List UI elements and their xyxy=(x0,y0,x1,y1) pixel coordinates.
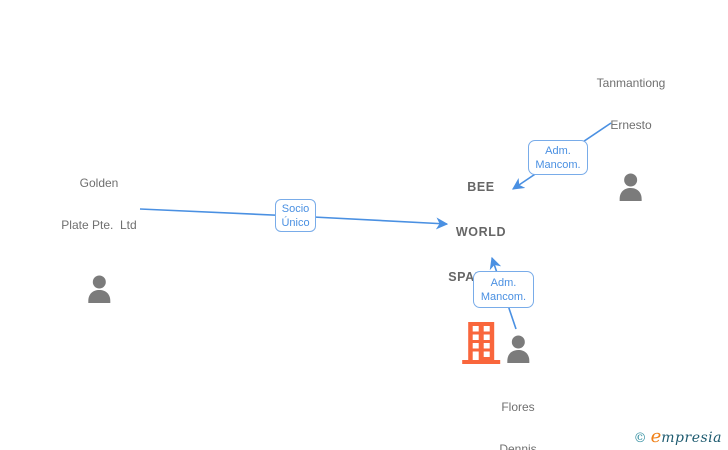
logo-letter-e: e xyxy=(650,426,662,447)
company-label-line: BEE xyxy=(467,180,495,194)
node-flores-dennis[interactable]: Flores Dennis xyxy=(499,335,537,450)
logo-brand-text: mpresia xyxy=(661,430,722,446)
edge-label-line: Adm. xyxy=(490,276,517,289)
edge-label-adm-mancom-bottom: Adm. Mancom. xyxy=(473,271,534,308)
node-label-line: Golden xyxy=(79,176,119,190)
edge-label-socio-unico: Socio Único xyxy=(275,199,316,232)
node-label-line: Dennis xyxy=(499,442,537,450)
node-label-line: Tanmantiong xyxy=(596,76,666,90)
edge-label-line: Mancom. xyxy=(480,290,527,303)
edge-label-line: Mancom. xyxy=(535,158,581,171)
person-icon[interactable] xyxy=(503,335,533,363)
copyright-symbol: © xyxy=(633,431,647,446)
edge-label-line: Adm. xyxy=(545,144,571,157)
edge-label-line: Socio xyxy=(281,202,310,215)
node-label-line: Flores xyxy=(501,400,535,414)
empresia-logo[interactable]: ©empresia xyxy=(634,426,722,447)
node-label-line: Ernesto xyxy=(610,118,652,132)
node-label-line: Plate Pte. Ltd xyxy=(61,218,137,232)
building-icon[interactable] xyxy=(461,322,501,364)
node-golden-plate-label: Golden Plate Pte. Ltd xyxy=(61,148,136,260)
node-flores-label: Flores Dennis xyxy=(499,372,536,450)
person-icon[interactable] xyxy=(616,173,646,201)
node-tanmantiong-label: Tanmantiong Ernesto xyxy=(597,48,666,160)
person-icon[interactable] xyxy=(84,275,114,303)
node-golden-plate[interactable]: Golden Plate Pte. Ltd xyxy=(61,148,137,303)
node-tanmantiong-ernesto[interactable]: Tanmantiong Ernesto xyxy=(597,48,666,201)
edge-label-line: Único xyxy=(281,216,310,229)
company-label-line: WORLD xyxy=(455,225,507,239)
node-bee-world-spain-sl[interactable]: BEE WORLD SPAIN SL xyxy=(448,150,514,364)
edge-label-adm-mancom-top: Adm. Mancom. xyxy=(528,140,588,175)
